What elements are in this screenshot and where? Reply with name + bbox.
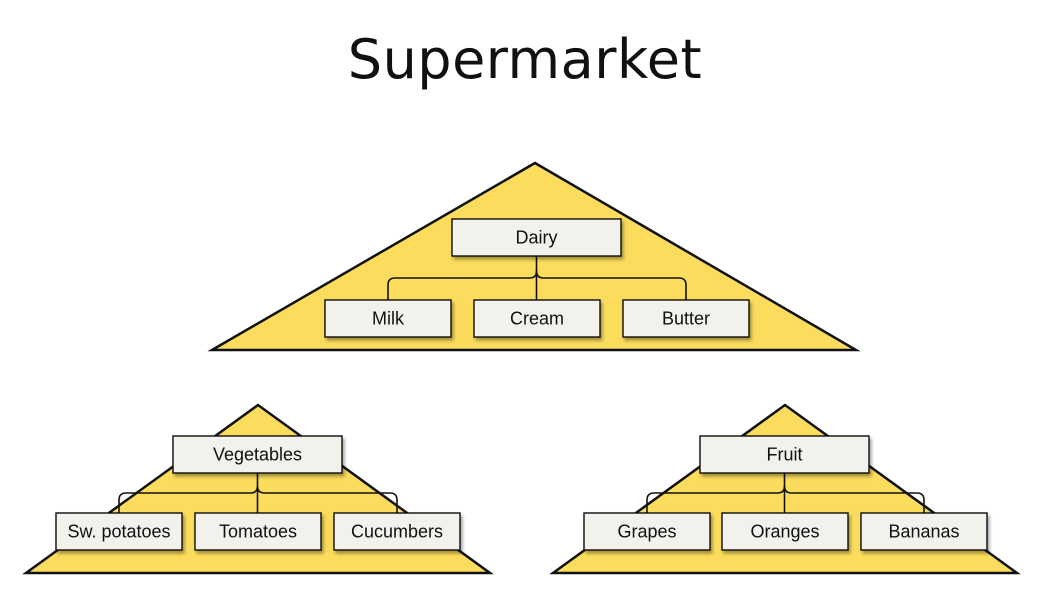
vegetables-category-node-box xyxy=(172,435,343,474)
fruit-category-node: Fruit xyxy=(699,435,870,474)
diagram-title: Supermarket xyxy=(347,28,703,91)
dairy-item-node-box xyxy=(324,299,452,338)
dairy-category-node: Dairy xyxy=(451,218,622,257)
fruit-item-node-label: Oranges xyxy=(750,521,819,541)
dairy-item-node: Milk xyxy=(324,299,452,338)
pyramid-vegetables-connectors xyxy=(118,473,398,513)
vegetables-category-node-label: Vegetables xyxy=(213,444,302,464)
dairy-item-node-box xyxy=(473,299,601,338)
vegetables-item-node-box xyxy=(333,512,461,551)
fruit-item-node-box xyxy=(721,512,849,551)
dairy-item-node-label: Milk xyxy=(372,308,405,328)
vegetables-item-node: Sw. potatoes xyxy=(55,512,183,551)
dairy-item-node-label: Cream xyxy=(510,308,564,328)
connector-left xyxy=(646,485,786,513)
fruit-item-node: Grapes xyxy=(583,512,711,551)
connector-left xyxy=(118,485,259,513)
fruit-category-node-box xyxy=(699,435,870,474)
dairy-item-node-box xyxy=(622,299,750,338)
vegetables-item-node: Tomatoes xyxy=(194,512,322,551)
connector-right xyxy=(783,485,925,513)
vegetables-item-node-box xyxy=(55,512,183,551)
vegetables-item-node-label: Cucumbers xyxy=(351,521,443,541)
fruit-category-node-label: Fruit xyxy=(767,444,803,464)
fruit-item-node-box xyxy=(860,512,988,551)
pyramid-dairy-connectors xyxy=(387,256,687,300)
dairy-item-node: Butter xyxy=(622,299,750,338)
vegetables-category-node: Vegetables xyxy=(172,435,343,474)
pyramid-fruit-connectors xyxy=(646,473,925,513)
vegetables-item-node-label: Sw. potatoes xyxy=(67,521,170,541)
connector-right xyxy=(256,485,398,513)
dairy-item-node: Cream xyxy=(473,299,601,338)
vegetables-item-node-box xyxy=(194,512,322,551)
dairy-item-node-label: Butter xyxy=(662,308,710,328)
connector-right xyxy=(535,270,687,300)
vegetables-item-node-label: Tomatoes xyxy=(219,521,297,541)
fruit-item-node-label: Bananas xyxy=(888,521,959,541)
dairy-category-node-label: Dairy xyxy=(515,227,557,247)
fruit-item-node-box xyxy=(583,512,711,551)
dairy-category-node-box xyxy=(451,218,622,257)
fruit-item-node-label: Grapes xyxy=(617,521,676,541)
fruit-item-node: Bananas xyxy=(860,512,988,551)
vegetables-item-node: Cucumbers xyxy=(333,512,461,551)
fruit-item-node: Oranges xyxy=(721,512,849,551)
connector-left xyxy=(387,270,538,300)
